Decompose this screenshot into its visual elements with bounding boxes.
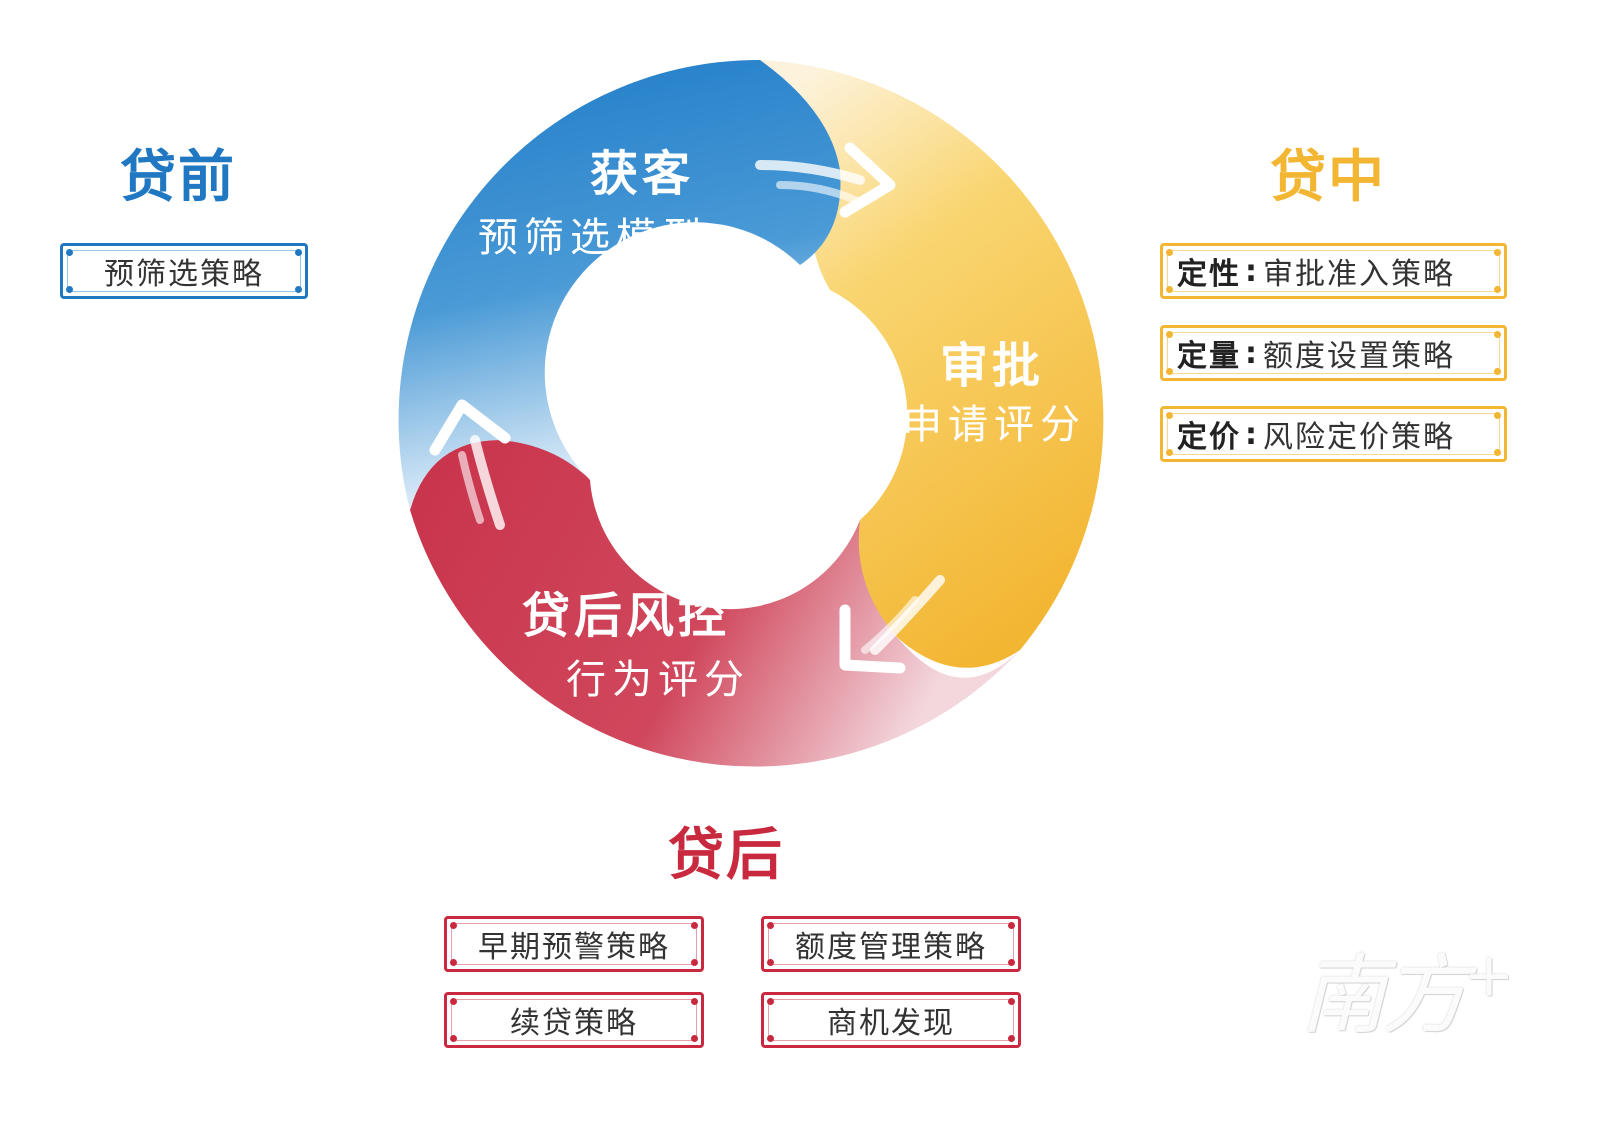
post-loan-box-renewal: 续贷策略 — [444, 992, 704, 1048]
mid-box-text: 额度设置策略 — [1263, 339, 1455, 374]
arrow-approve-to-postrisk-icon — [839, 575, 945, 674]
mid-box-sep: : — [1245, 335, 1259, 371]
post-box-label: 续贷策略 — [510, 1006, 638, 1041]
mid-box-sep: : — [1245, 253, 1259, 289]
mid-box-text: 风险定价策略 — [1263, 420, 1455, 455]
mid-loan-box-pricing: 定价 : 风险定价策略 — [1160, 406, 1507, 462]
watermark-logo: 南方+ — [1300, 925, 1514, 1050]
post-box-label: 早期预警策略 — [478, 930, 670, 965]
mid-box-sep: : — [1245, 416, 1259, 452]
mid-box-label: 定量 — [1177, 339, 1241, 374]
pre-loan-heading: 贷前 — [120, 145, 236, 210]
ring-segment-postrisk — [410, 440, 1020, 767]
mid-box-label: 定性 — [1177, 257, 1241, 292]
ring-acquire-subtitle: 预筛选模型 — [478, 215, 708, 261]
post-loan-heading: 贷后 — [668, 823, 784, 888]
ring-acquire-title: 获客 — [590, 146, 695, 202]
ring-approve-subtitle: 申请评分 — [902, 402, 1086, 448]
ring-approve-title: 审批 — [940, 338, 1045, 394]
post-box-label: 额度管理策略 — [795, 930, 987, 965]
mid-loan-heading: 贷中 — [1270, 145, 1386, 210]
post-loan-box-opportunity: 商机发现 — [761, 992, 1021, 1048]
arrow-acquire-to-approve-icon — [755, 142, 896, 218]
arrow-postrisk-to-acquire-icon — [429, 399, 511, 530]
mid-box-text: 审批准入策略 — [1263, 257, 1455, 292]
watermark-text: 南方 — [1300, 946, 1468, 1046]
post-box-label: 商机发现 — [827, 1006, 955, 1041]
post-loan-box-limit-management: 额度管理策略 — [761, 916, 1021, 972]
ring-segment-acquire — [398, 59, 841, 510]
ring-acquire-label: 获客 — [590, 150, 694, 198]
post-loan-box-early-warning: 早期预警策略 — [444, 916, 704, 972]
mid-loan-box-quantitative: 定量 : 额度设置策略 — [1160, 325, 1507, 381]
mid-box-label: 定价 — [1177, 420, 1241, 455]
ring-postrisk-title: 贷后风控 — [522, 588, 731, 644]
watermark-plus: + — [1464, 940, 1514, 1011]
ring-postrisk-subtitle: 行为评分 — [566, 657, 750, 703]
mid-loan-box-qualitative: 定性 : 审批准入策略 — [1160, 243, 1507, 299]
pre-loan-box-prescreen: 预筛选策略 — [60, 243, 308, 299]
pre-loan-box-label: 预筛选策略 — [104, 257, 264, 292]
